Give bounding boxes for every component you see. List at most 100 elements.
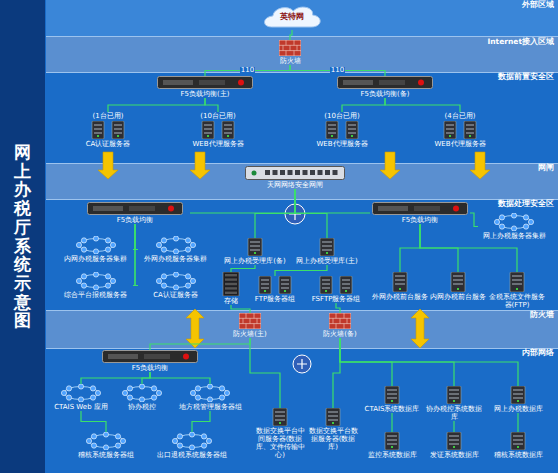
node-label: (10台已用)	[200, 112, 235, 120]
graphic-part	[451, 272, 465, 292]
graphic-part	[172, 438, 177, 443]
diagram-title: 网上办税厅系统示意图	[14, 143, 31, 330]
db-node: 监控系统数据库	[362, 432, 422, 459]
graphic-part	[248, 238, 262, 256]
graphic-part	[252, 171, 257, 176]
cloud-node: 英特网	[260, 4, 324, 30]
graphic-part	[105, 247, 110, 252]
graphic-part	[446, 386, 462, 404]
network-link	[385, 98, 460, 112]
graphic-part	[325, 170, 330, 175]
storage-icon	[222, 272, 240, 296]
graphic-part	[261, 287, 269, 289]
graphic-part	[201, 443, 206, 448]
graphic-part	[224, 124, 232, 126]
graphic-part	[328, 128, 336, 130]
graphic-part	[384, 432, 400, 450]
graphic-part	[86, 438, 91, 443]
graphic-part	[190, 152, 210, 179]
node-label: 协办税控	[128, 403, 156, 411]
graphic-part	[247, 238, 263, 256]
graphic-part	[177, 434, 182, 439]
srv2-node: (10台已用)WEB代理服务器	[292, 112, 392, 148]
graphic-part	[224, 128, 232, 130]
graphic-part	[189, 432, 194, 437]
graphic-part	[318, 170, 323, 175]
graphic-part	[447, 386, 461, 404]
network-link	[81, 372, 150, 384]
graphic-part	[222, 121, 234, 139]
graphic-part	[224, 132, 232, 134]
db-icon	[384, 432, 400, 450]
graphic-part	[393, 272, 407, 292]
graphic-part	[387, 439, 397, 441]
graphic-part	[345, 290, 347, 292]
fw-node: 防火墙(主)	[215, 313, 285, 338]
graphic-part	[411, 309, 429, 348]
graphic-part	[392, 272, 408, 292]
graphic-part	[449, 397, 459, 399]
f5-icon	[372, 202, 468, 215]
db-node: 协办税控系统数据库	[424, 386, 484, 421]
node-label: F5负载均衡(主)	[181, 90, 230, 98]
srv-node: 金税系统文件服务器(FTP)	[488, 272, 546, 309]
node-label: 外网办税前台服务	[372, 293, 428, 301]
graphic-part	[322, 121, 362, 139]
db-icon	[247, 238, 263, 256]
db-icon	[446, 432, 462, 450]
graphic-part	[225, 287, 237, 289]
db-icon	[384, 386, 400, 404]
graphic-part	[322, 287, 330, 289]
graphic-part	[387, 389, 397, 391]
graphic-part	[511, 213, 516, 218]
db-icon	[319, 238, 335, 256]
graphic-part	[399, 288, 401, 290]
f5-icon	[87, 202, 183, 215]
graphic-part	[112, 121, 124, 139]
graphic-part	[446, 432, 462, 450]
node-label: 防火墙(备)	[323, 330, 356, 338]
graphic-part	[457, 288, 459, 290]
zone-label: 网闸	[538, 164, 554, 172]
graphic-part	[154, 236, 198, 254]
zone-band: 网闸天网网络安全网闸	[46, 163, 558, 199]
graphic-part	[110, 278, 115, 283]
graphic-part	[293, 355, 311, 373]
graphic-part	[81, 247, 86, 252]
f5-icon	[337, 76, 433, 89]
graphic-part	[207, 397, 212, 402]
graphic-part	[332, 422, 334, 424]
db-node: 网上办税受理库(主)	[292, 238, 362, 265]
graphic-part	[470, 152, 490, 179]
cluster-icon	[154, 236, 198, 254]
srv2-icon	[316, 276, 356, 294]
network-link	[342, 98, 385, 112]
srv2-icon	[440, 121, 480, 139]
graphic-part	[195, 395, 200, 400]
fw-icon	[329, 313, 351, 329]
graphic-part	[161, 283, 166, 288]
graphic-part	[446, 124, 454, 126]
graphic-part	[246, 167, 345, 180]
node-label: 外网办税服务器集群	[144, 255, 207, 263]
graphic-part	[510, 386, 526, 404]
graphic-part	[46, 72, 558, 73]
graphic-part	[223, 272, 239, 296]
network-link	[150, 372, 210, 384]
graphic-part	[325, 408, 341, 426]
srv2-icon	[198, 121, 238, 139]
graphic-part	[513, 389, 523, 391]
graphic-part	[289, 208, 307, 369]
graphic-part	[449, 439, 459, 441]
graphic-part	[464, 121, 476, 139]
graphic-part	[61, 390, 66, 395]
srv2-icon	[255, 276, 295, 294]
graphic-part	[453, 446, 455, 448]
cluster-node: 综合平台报税服务器	[58, 272, 133, 299]
zone-label: 内部网络	[522, 349, 554, 357]
graphic-part	[108, 354, 138, 359]
graphic-part	[227, 135, 229, 137]
cluster-node: 地方税管理服务器组	[172, 384, 248, 411]
srv-icon	[509, 272, 525, 292]
graphic-part	[523, 215, 528, 220]
